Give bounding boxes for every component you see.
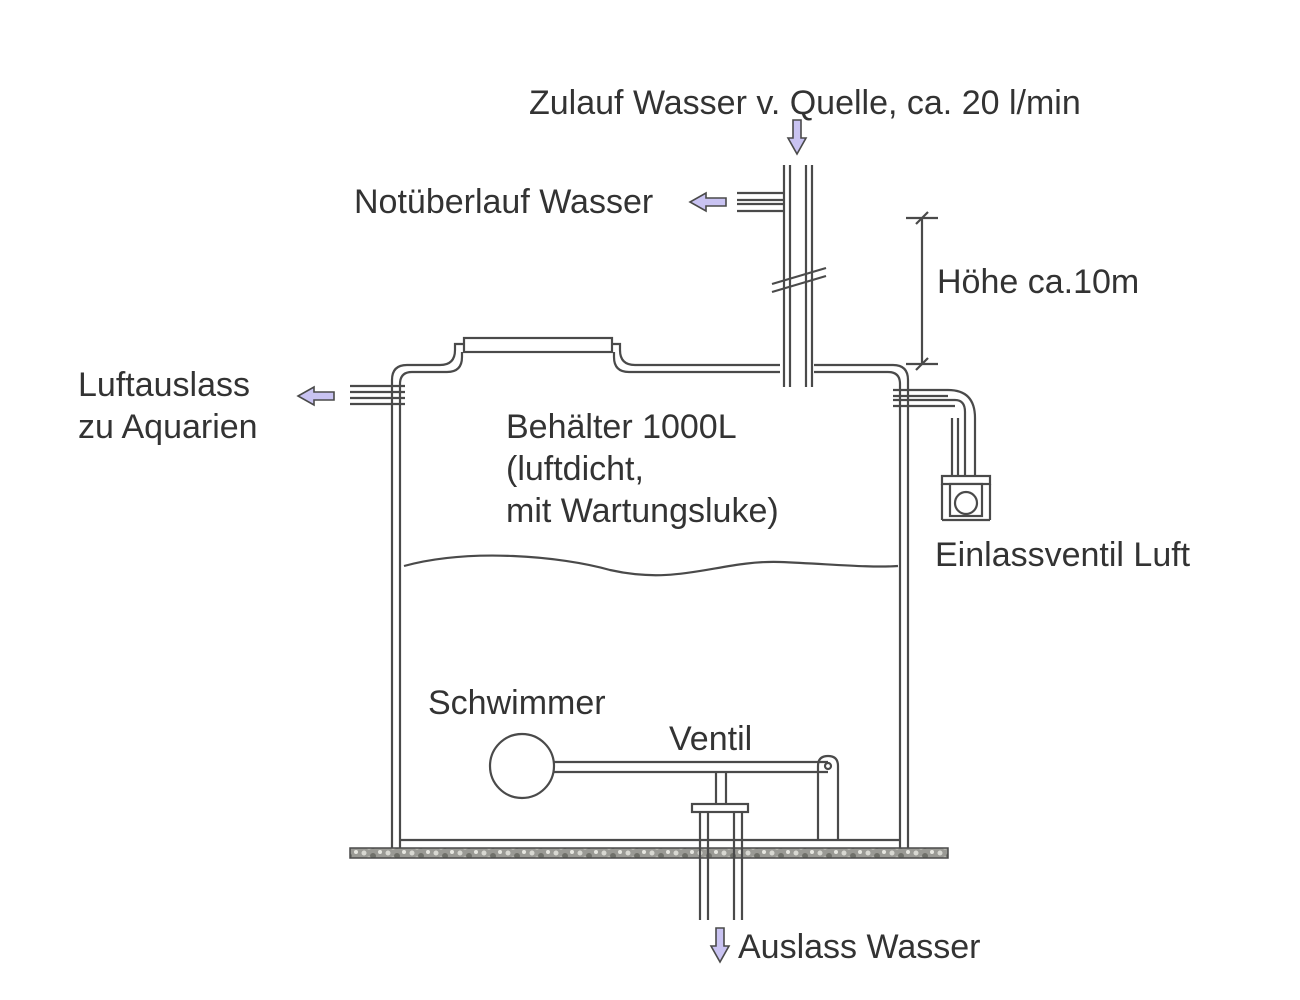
air-inlet-valve-label: Einlassventil Luft: [935, 536, 1191, 574]
tank-label-line1: Behälter 1000L: [506, 408, 737, 446]
air-inlet-pipe: [893, 388, 977, 478]
inflow-pipe: [771, 165, 827, 387]
air-outlet-label-line1: Luftauslass: [78, 366, 250, 404]
float-label: Schwimmer: [428, 684, 606, 722]
float-mechanism: [488, 732, 840, 840]
tank-label-line2: (luftdicht,: [506, 450, 644, 488]
tank-label-line3: mit Wartungsluke): [506, 492, 779, 530]
valve-label: Ventil: [669, 720, 753, 758]
air-outlet-arrow-icon: [296, 385, 335, 407]
height-dimension: [906, 211, 938, 371]
ground-slab: [349, 847, 949, 859]
outlet-valve-pipe: [690, 802, 750, 920]
water-surface: [403, 554, 899, 577]
float-ball: [488, 732, 556, 800]
overflow-arrow-icon: [688, 191, 727, 213]
tank-body: [390, 342, 910, 848]
water-outlet-arrow-icon: [709, 927, 731, 964]
inflow-arrow-icon: [786, 119, 808, 156]
inflow-label: Zulauf Wasser v. Quelle, ca. 20 l/min: [529, 84, 1081, 122]
height-label: Höhe ca.10m: [937, 263, 1140, 301]
air-outlet-pipe: [350, 384, 405, 406]
maintenance-hatch: [462, 336, 614, 354]
air-inlet-valve: [940, 474, 992, 522]
air-outlet-label-line2: zu Aquarien: [78, 408, 258, 446]
overflow-pipe: [737, 191, 784, 213]
water-outlet-label: Auslass Wasser: [738, 928, 981, 966]
overflow-label: Notüberlauf Wasser: [354, 183, 654, 221]
